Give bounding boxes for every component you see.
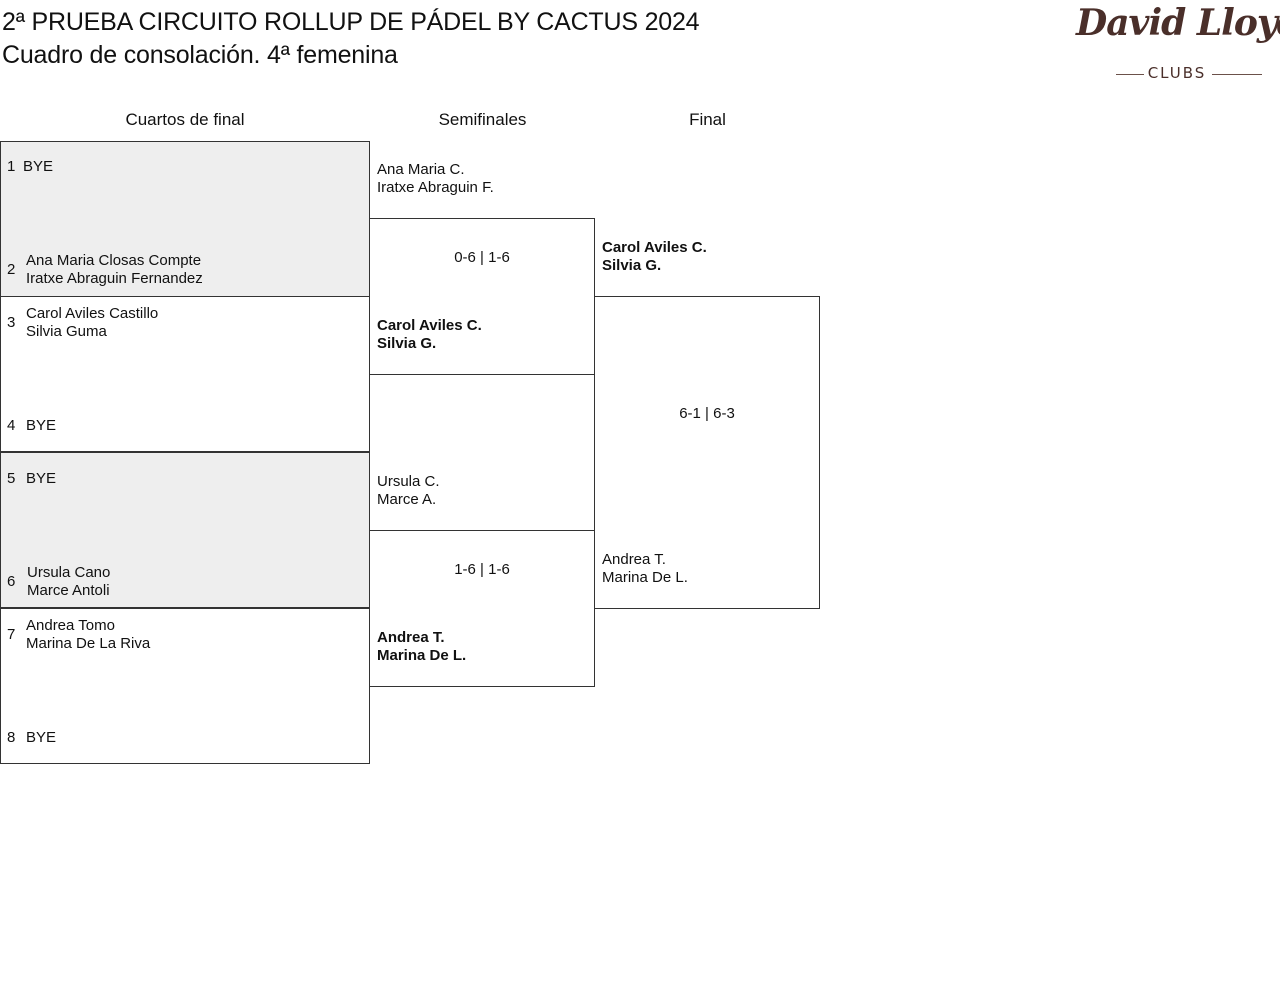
page-subtitle: Cuadro de consolación. 4ª femenina bbox=[2, 41, 398, 69]
final-bottom-player2: Marina De L. bbox=[602, 569, 688, 586]
qf-entry-6-player1: Ursula Cano bbox=[27, 564, 111, 581]
qf-entry-3-player1: Carol Aviles Castillo bbox=[26, 305, 159, 322]
final-top-player1: Carol Aviles C. bbox=[602, 239, 707, 256]
sf1-top-player2: Iratxe Abraguin F. bbox=[377, 179, 494, 196]
final-top-player2: Silvia G. bbox=[602, 257, 662, 274]
qf-entry-8-player: BYE bbox=[26, 729, 57, 746]
qf-seed-2: 2 bbox=[7, 261, 16, 278]
sf1-score: 0-6 | 1-6 bbox=[454, 249, 510, 266]
qf-entry-2-player2: Iratxe Abraguin Fernandez bbox=[26, 270, 203, 287]
sf2-score: 1-6 | 1-6 bbox=[454, 561, 510, 578]
qf-seed-3: 3 bbox=[7, 314, 16, 331]
qf-entry-7-player2: Marina De La Riva bbox=[26, 635, 151, 652]
final-score: 6-1 | 6-3 bbox=[679, 405, 735, 422]
sf2-top-player2: Marce A. bbox=[377, 491, 437, 508]
logo-clubs-text: CLUBS bbox=[1147, 64, 1207, 82]
sf2-bottom-player1: Andrea T. bbox=[377, 629, 445, 646]
qf-match-3 bbox=[0, 452, 370, 608]
sf1-bottom-player2: Silvia G. bbox=[377, 335, 437, 352]
column-header-final: Final bbox=[689, 110, 726, 129]
sf2-top-player1: Ursula C. bbox=[377, 473, 440, 490]
logo-script-text: David Lloyd bbox=[1076, 2, 1280, 44]
sf2-bottom-player2: Marina De L. bbox=[377, 647, 467, 664]
qf-seed-1: 1 bbox=[7, 158, 16, 175]
qf-entry-6-player2: Marce Antoli bbox=[27, 582, 110, 599]
qf-entry-3-player2: Silvia Guma bbox=[26, 323, 107, 340]
logo-rule-left bbox=[1116, 74, 1144, 75]
page-title: 2ª PRUEBA CIRCUITO ROLLUP DE PÁDEL BY CA… bbox=[2, 8, 700, 36]
qf-seed-7: 7 bbox=[7, 626, 16, 643]
qf-entry-1-player: BYE bbox=[23, 158, 54, 175]
column-header-quarterfinals: Cuartos de final bbox=[125, 110, 245, 129]
final-bottom-player1: Andrea T. bbox=[602, 551, 666, 568]
sf1-top-player1: Ana Maria C. bbox=[377, 161, 465, 178]
qf-entry-4-player: BYE bbox=[26, 417, 57, 434]
qf-match-1 bbox=[0, 141, 370, 297]
qf-entry-5-player: BYE bbox=[26, 470, 57, 487]
column-header-semifinals: Semifinales bbox=[438, 110, 527, 129]
qf-seed-5: 5 bbox=[7, 470, 16, 487]
logo-clubs-row: CLUBS bbox=[1076, 64, 1278, 84]
qf-entry-7-player1: Andrea Tomo bbox=[26, 617, 115, 634]
final-bracket-box bbox=[594, 296, 820, 609]
qf-seed-4: 4 bbox=[7, 417, 16, 434]
qf-entry-2-player1: Ana Maria Closas Compte bbox=[26, 252, 202, 269]
sf1-bottom-player1: Carol Aviles C. bbox=[377, 317, 482, 334]
qf-seed-6: 6 bbox=[7, 573, 16, 590]
logo-rule-right bbox=[1212, 74, 1262, 75]
qf-seed-8: 8 bbox=[7, 729, 16, 746]
david-lloyd-logo: David Lloyd CLUBS bbox=[1076, 2, 1280, 84]
